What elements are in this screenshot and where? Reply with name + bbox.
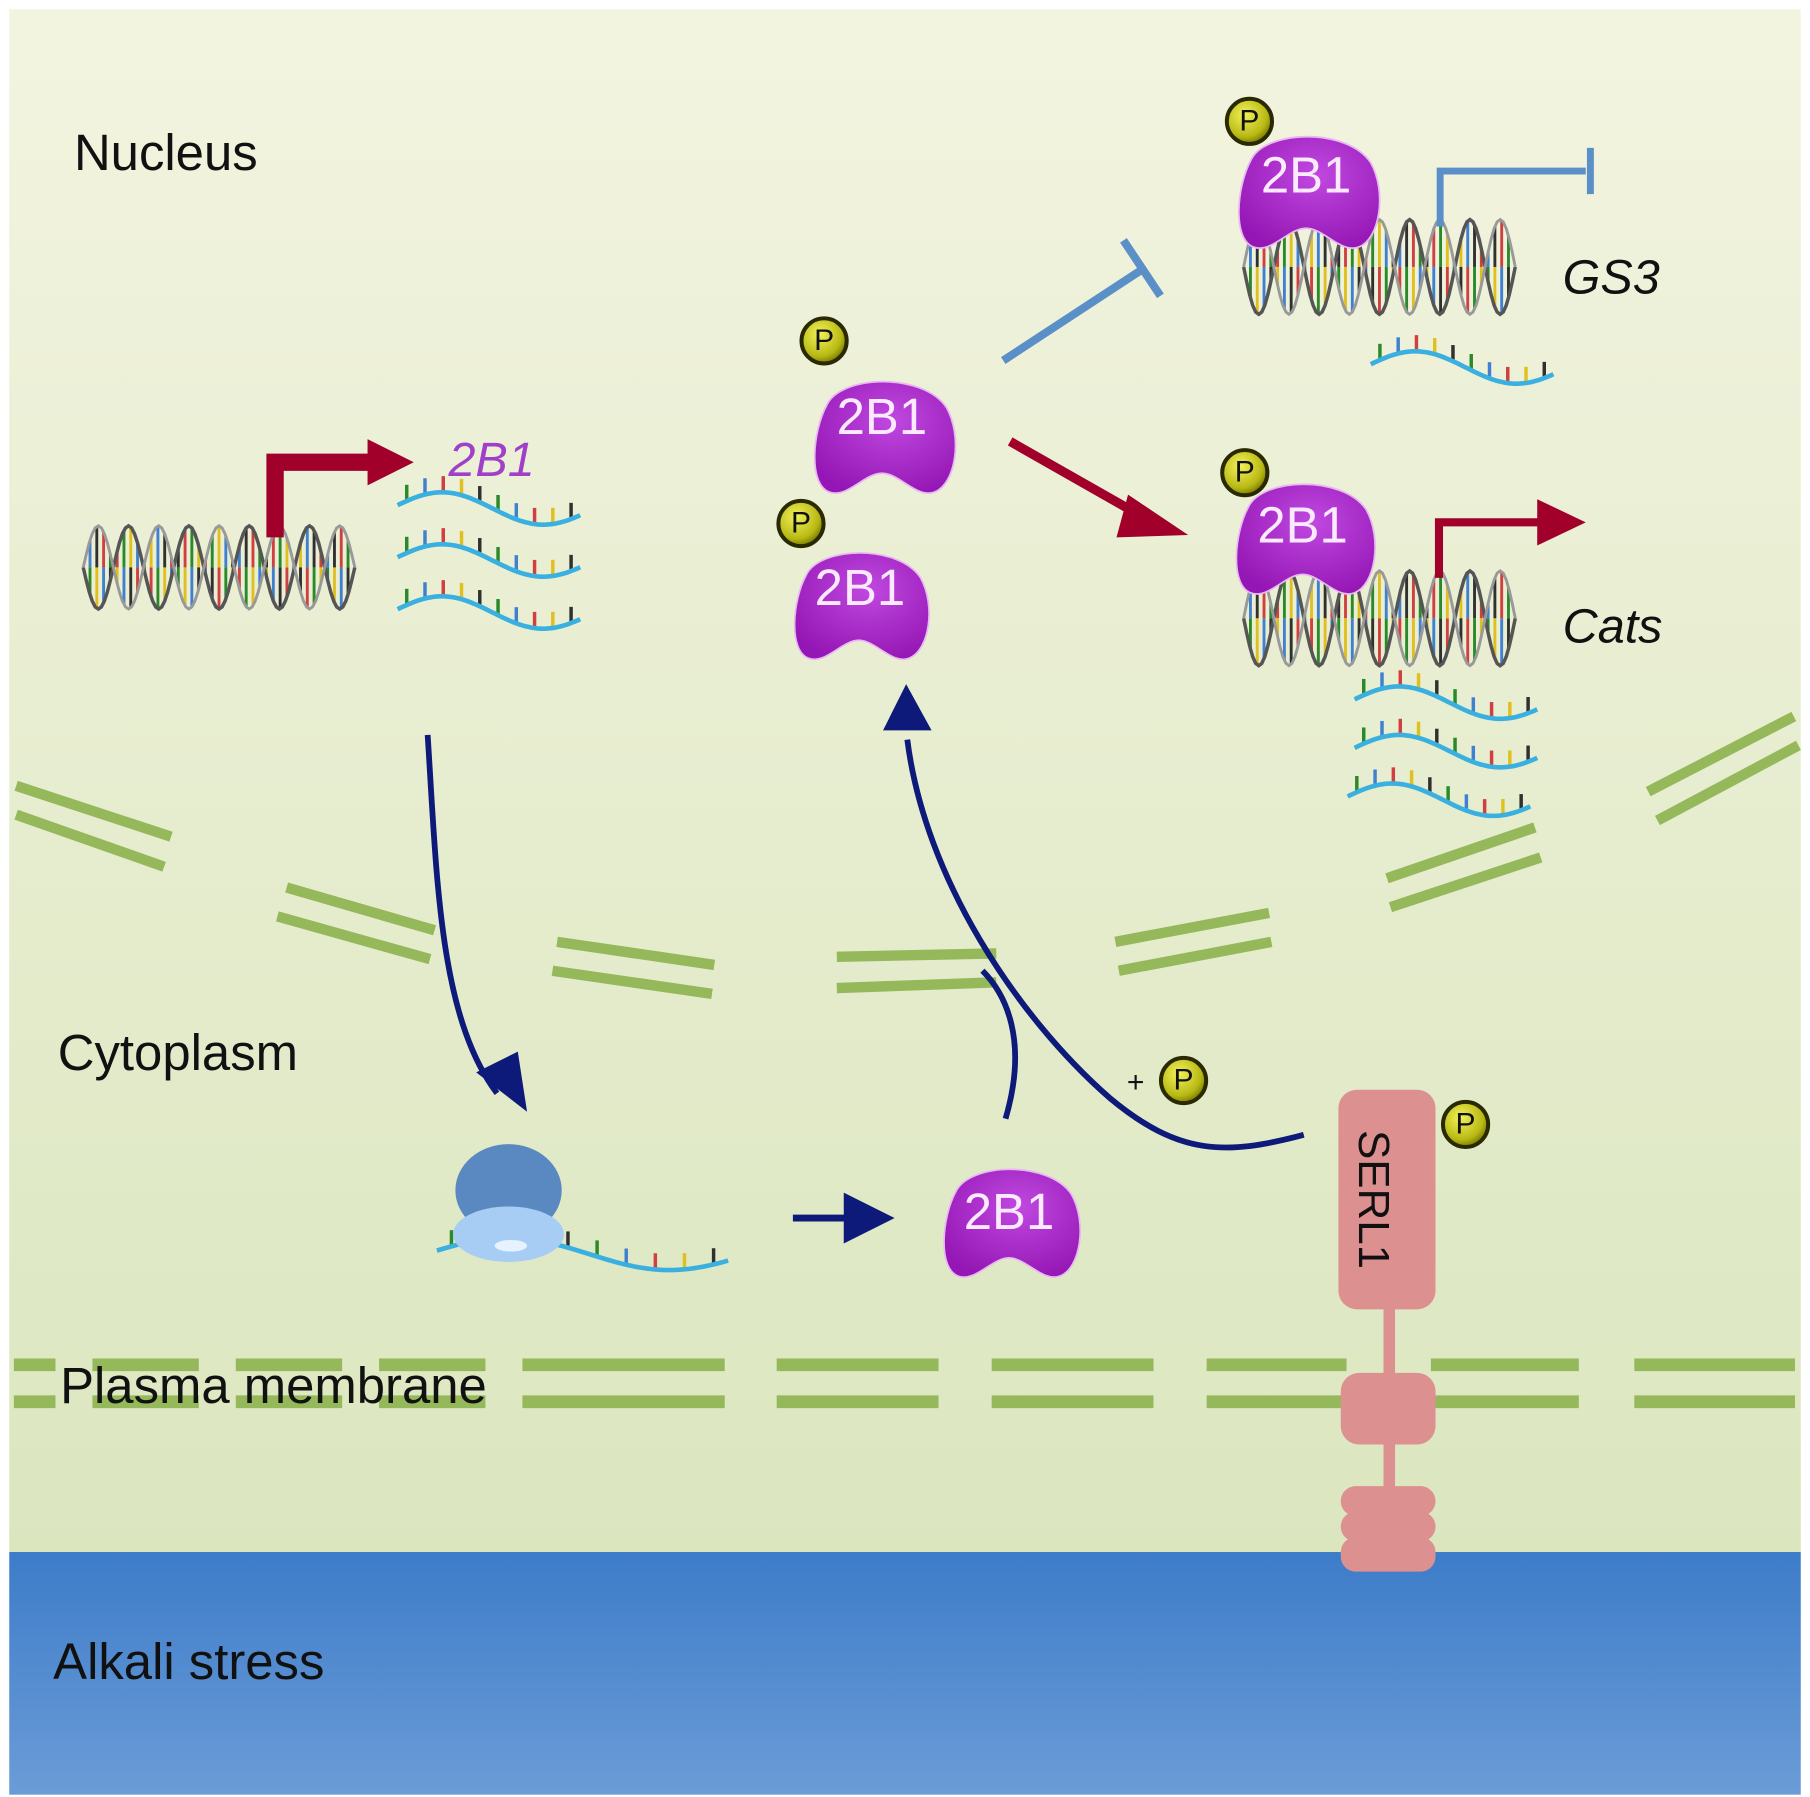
ribosome-translation: [436, 1144, 729, 1273]
mrna-backbone: [396, 489, 582, 527]
mrna-cats-transcript-3: [1346, 767, 1532, 819]
mrna-backbone: [1346, 781, 1532, 819]
activation-arrow-cats: [1434, 499, 1586, 578]
plasma-membrane-label: Plasma membrane: [60, 1357, 487, 1414]
plasma-membrane: [13, 1358, 1795, 1409]
activation-arrow-2b1: [266, 439, 414, 538]
phosphate-label: P: [791, 507, 811, 540]
protein-label: 2B1: [837, 388, 927, 445]
translation-arrow: [792, 1192, 895, 1244]
2b1-protein-cytoplasm: 2B1: [943, 1168, 1082, 1279]
protein-label: 2B1: [815, 559, 905, 616]
phosphate-label: P: [1456, 1108, 1476, 1141]
phospho-2b1-protein-nucleus-2: 2B1 P: [776, 498, 930, 661]
export-arrow-mrna: [424, 734, 500, 1095]
alkali-stress-label: Alkali stress: [53, 1633, 324, 1690]
phospho-2b1-bound-cats: 2B1 P: [1220, 448, 1376, 595]
gene-label-2b1: 2B1: [447, 433, 534, 487]
protein-label: 2B1: [1257, 497, 1347, 554]
mrna-backbone: [1369, 348, 1555, 386]
mrna-backbone: [1353, 732, 1539, 770]
repression-line-to-gs3: [1001, 238, 1164, 364]
mrna-backbone: [396, 541, 582, 579]
added-phosphate: P: [1161, 1058, 1206, 1103]
activation-arrow-to-cats: [1007, 437, 1189, 538]
nuclear-import-arrow: [904, 739, 1305, 1151]
protein-label: 2B1: [1261, 147, 1351, 204]
mrna-cats-transcript-1: [1353, 670, 1539, 722]
dna-cats-gene: [1241, 568, 1517, 668]
dna-strand: [81, 524, 357, 611]
mrna-backbone: [396, 593, 582, 631]
phosphate-label: P: [1174, 1064, 1194, 1097]
phospho-2b1-protein-nucleus-1: 2B1 P: [799, 316, 957, 495]
phosphate-label: P: [1239, 104, 1259, 137]
nuclear-envelope: [14, 711, 1801, 999]
mrna-cats-transcript-2: [1353, 718, 1539, 770]
dna-2b1-gene: [81, 523, 357, 612]
serl1-receptor-kinase: SERL1 P: [1338, 1089, 1488, 1572]
phosphate-label: P: [1235, 456, 1255, 489]
serl1-label: SERL1: [1349, 1130, 1398, 1269]
cell-interior: [9, 9, 1801, 1553]
dna-strand: [81, 523, 357, 612]
mrna-2b1-transcripts: [396, 476, 582, 631]
export-arrow-head: [476, 1051, 528, 1112]
gs3-locus: 2B1 P GS3: [1224, 96, 1660, 386]
phosphorylation-plus: +: [1127, 1066, 1145, 1099]
nucleus-label: Nucleus: [74, 124, 258, 181]
mrna-gs3-transcript: [1369, 335, 1555, 386]
gene-label-gs3: GS3: [1563, 251, 1660, 305]
mrna-backbone: [1353, 684, 1539, 722]
dna-strand: [1242, 217, 1517, 317]
cytoplasm-label: Cytoplasm: [58, 1024, 298, 1081]
gene-label-cats: Cats: [1563, 600, 1663, 654]
phospho-2b1-bound-gs3: 2B1 P: [1224, 96, 1381, 250]
repression-symbol-gs3: [1436, 147, 1594, 227]
protein-label: 2B1: [964, 1183, 1054, 1240]
dna-strand: [1242, 569, 1517, 668]
alkali-stress-region: [9, 1552, 1801, 1795]
phosphate-label: P: [814, 324, 834, 357]
nuclear-import-arrowhead: [883, 684, 932, 731]
cats-locus: 2B1 P Cats: [1220, 448, 1663, 819]
